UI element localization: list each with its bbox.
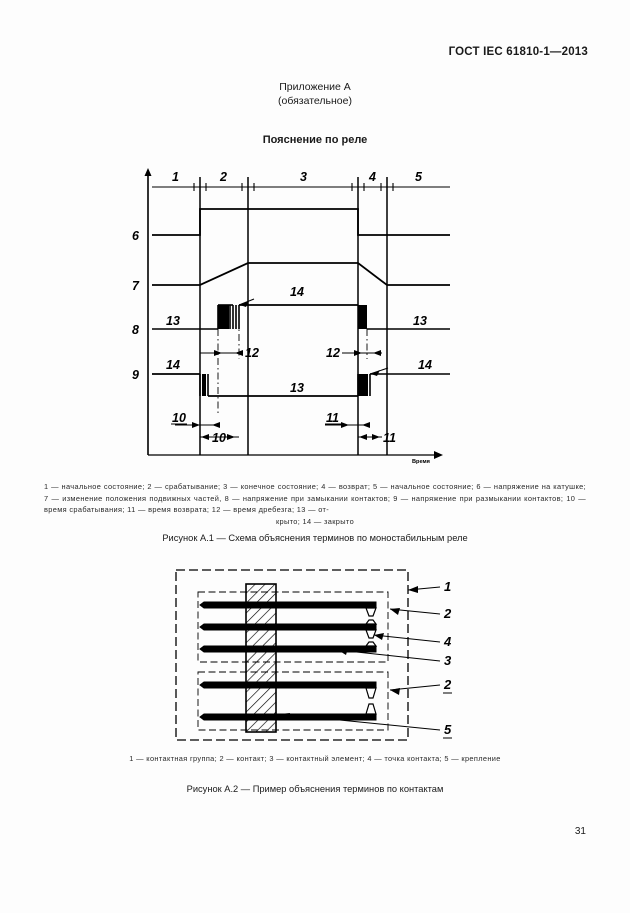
callout-3: 3 [444,653,452,668]
release-time-label-a: 11 [326,411,339,425]
phase-label-5: 5 [415,170,423,184]
callout-1: 1 [444,579,451,594]
callout-5: 5 [444,722,452,737]
phase-label-2: 2 [219,170,227,184]
figure-a2-contact-diagram: 1 2 4 3 2 5 [168,562,468,747]
figure-a1-legend-text: 1 — начальное состояние; 2 — срабатывани… [44,482,586,514]
callout-2-lower: 2 [443,677,452,692]
trace8-right-state: 13 [413,314,427,328]
standard-reference-header: ГОСТ IEC 61810-1—2013 [448,46,588,58]
bounce-time-label-left: 12 [245,346,259,360]
axis-label-7: 7 [132,279,140,293]
operate-time-label-b: 10 [212,431,226,445]
annex-name: Приложение А [279,81,351,93]
phase-label-1: 1 [172,170,179,184]
release-time-label-b: 11 [383,431,396,445]
phase-label-3: 3 [300,170,307,184]
phase-label-4: 4 [368,170,376,184]
axis-label-6: 6 [132,229,140,243]
callout-4: 4 [443,634,452,649]
operate-time-label-a: 10 [172,411,186,425]
bounce-time-label-right: 12 [326,346,340,360]
section-heading: Пояснение по реле [262,134,368,146]
trace9-right-state: 14 [418,358,432,372]
figure-a2-legend: 1 — контактная группа; 2 — контакт; 3 — … [129,754,501,763]
axis-label-9: 9 [132,368,139,382]
figure-a1-legend: 1 — начальное состояние; 2 — срабатывани… [44,481,586,527]
figure-a2-caption: Рисунок А.2 — Пример объяснения терминов… [186,784,444,794]
figure-a1-caption: Рисунок А.1 — Схема объяснения терминов … [162,533,468,543]
time-axis-label: Время [412,459,430,465]
annex-title-block: Приложение А (обязательное) [0,80,630,108]
annex-type: (обязательное) [278,95,352,107]
figure-a1-legend-last-line: крыто; 14 — закрыто [275,516,355,526]
trace9-open-state: 13 [290,381,304,395]
figure-a1-timing-diagram: 1 2 3 4 5 6 7 8 9 13 13 14 14 14 13 12 1… [130,163,470,473]
trace8-closed-state: 14 [290,285,304,299]
trace9-left-state: 14 [166,358,180,372]
callout-2-upper: 2 [443,606,452,621]
axis-label-8: 8 [132,323,139,337]
page-number: 31 [574,826,586,837]
trace8-left-state: 13 [166,314,180,328]
